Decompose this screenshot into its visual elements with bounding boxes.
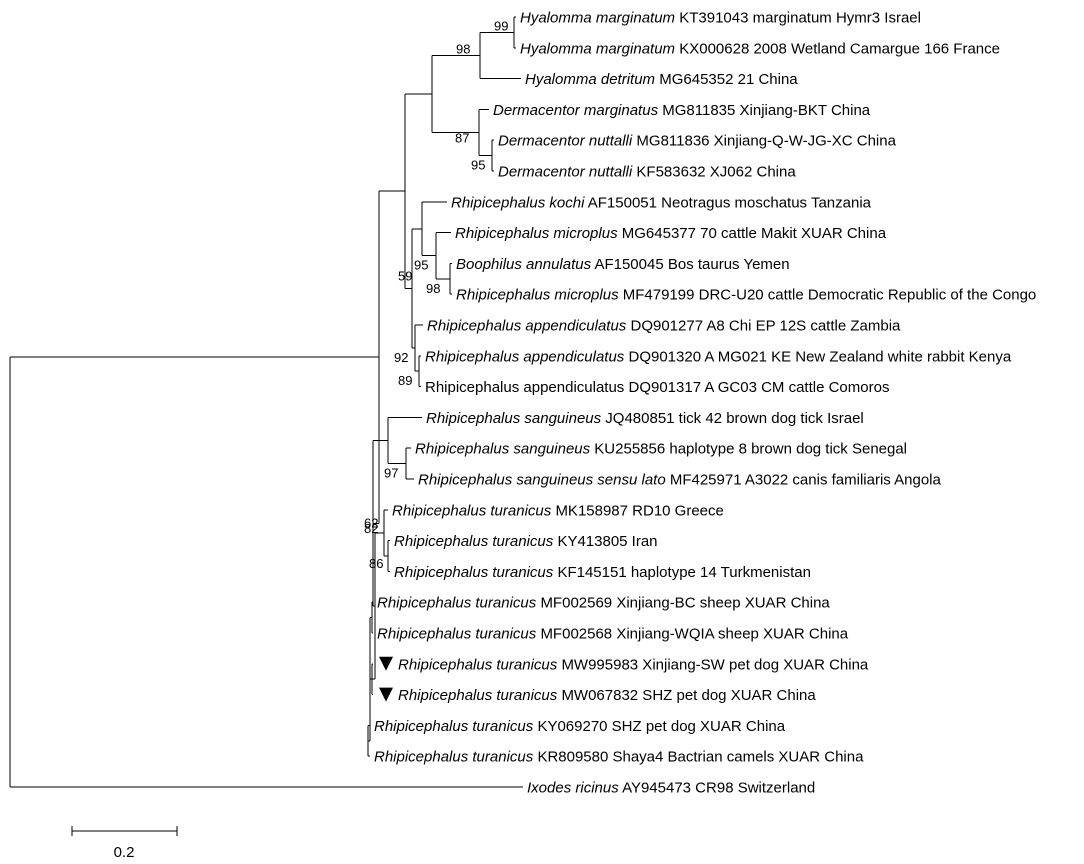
leaf-species: Rhipicephalus turanicus [374, 718, 534, 735]
leaf-detail: MG645352 21 China [659, 71, 798, 88]
leaf-detail: MF425971 A3022 canis familiaris Angola [670, 472, 942, 489]
bootstrap-value: 98 [456, 42, 470, 57]
leaf-label: Rhipicephalus microplus MG645377 70 catt… [455, 225, 887, 242]
bootstrap-value: 87 [455, 131, 469, 146]
leaf-detail: KF583632 XJ062 China [636, 164, 796, 181]
leaf-species: Rhipicephalus appendiculatus [427, 318, 627, 335]
leaf-detail: KY413805 Iran [557, 533, 657, 550]
leaf-species: Rhipicephalus appendiculatus [425, 348, 625, 365]
bootstrap-value: 89 [398, 373, 412, 388]
leaf-species: Rhipicephalus kochi [451, 194, 585, 211]
leaf-label: Rhipicephalus appendiculatus DQ901320 A … [425, 348, 1012, 365]
leaf-labels: Hyalomma marginatum KT391043 marginatum … [374, 10, 1036, 797]
leaf-label: Rhipicephalus turanicus MW995983 Xinjian… [398, 656, 869, 673]
bootstrap-value: 59 [398, 268, 412, 283]
leaf-species: Rhipicephalus microplus [456, 287, 619, 304]
leaf-detail: MF479199 DRC-U20 cattle Democratic Repub… [623, 287, 1037, 304]
leaf-label: Rhipicephalus turanicus MW067832 SHZ pet… [398, 687, 816, 704]
leaf-label: Ixodes ricinus AY945473 CR98 Switzerland [527, 780, 815, 797]
leaf-label: Dermacentor marginatus MG811835 Xinjiang… [493, 102, 871, 119]
leaf-detail: AY945473 CR98 Switzerland [622, 780, 815, 797]
leaf-species: Dermacentor nuttalli [498, 164, 633, 181]
bootstrap-value: 92 [394, 350, 408, 365]
leaf-label: Dermacentor nuttalli KF583632 XJ062 Chin… [498, 164, 796, 181]
leaf-label: Rhipicephalus sanguineus sensu lato MF42… [418, 472, 941, 489]
scale-bar: 0.2 [71, 826, 178, 861]
leaf-label: Rhipicephalus sanguineus KU255856 haplot… [415, 441, 907, 458]
leaf-species: Dermacentor marginatus [493, 102, 659, 119]
leaf-species: Boophilus annulatus [456, 256, 592, 273]
leaf-species: Rhipicephalus turanicus [392, 502, 552, 519]
bootstrap-value: 95 [471, 158, 485, 173]
marker-triangle-icon [379, 656, 393, 671]
leaf-detail: AF150045 Bos taurus Yemen [594, 256, 789, 273]
leaf-species: Rhipicephalus sanguineus sensu lato [418, 472, 666, 489]
leaf-detail: MG645377 70 cattle Makit XUAR China [622, 225, 887, 242]
bootstrap-value: 95 [414, 258, 428, 273]
leaf-label: Dermacentor nuttalli MG811836 Xinjiang-Q… [498, 133, 897, 150]
leaf-label: Rhipicephalus turanicus KY069270 SHZ pet… [374, 718, 786, 735]
leaf-label: Boophilus annulatus AF150045 Bos taurus … [456, 256, 790, 273]
bootstrap-value: 99 [494, 18, 508, 33]
leaf-detail: MK158987 RD10 Greece [555, 502, 723, 519]
leaf-species: Rhipicephalus turanicus [398, 656, 558, 673]
tree-branches [9, 16, 523, 788]
leaf-species: Rhipicephalus appendiculatus [425, 379, 624, 396]
leaf-detail: AF150051 Neotragus moschatus Tanzania [588, 194, 872, 211]
leaf-species: Hyalomma detritum [525, 71, 655, 88]
leaf-species: Rhipicephalus microplus [455, 225, 618, 242]
leaf-label: Rhipicephalus appendiculatus DQ901317 A … [425, 379, 889, 396]
leaf-detail: KF145151 haplotype 14 Turkmenistan [557, 564, 811, 581]
leaf-detail: MG811835 Xinjiang-BKT China [662, 102, 871, 119]
leaf-species: Dermacentor nuttalli [498, 133, 633, 150]
leaf-label: Hyalomma marginatum KT391043 marginatum … [520, 10, 921, 27]
leaf-species: Hyalomma marginatum [520, 10, 675, 27]
leaf-label: Rhipicephalus turanicus MF002568 Xinjian… [377, 626, 849, 643]
bootstrap-value: 98 [426, 281, 440, 296]
leaf-species: Rhipicephalus turanicus [377, 595, 537, 612]
bootstrap-value: 97 [384, 466, 398, 481]
leaf-label: Hyalomma marginatum KX000628 2008 Wetlan… [520, 40, 1000, 57]
leaf-detail: MF002569 Xinjiang-BC sheep XUAR China [540, 595, 830, 612]
leaf-detail: KT391043 marginatum Hymr3 Israel [679, 10, 921, 27]
leaf-label: Rhipicephalus turanicus KF145151 haploty… [394, 564, 811, 581]
leaf-label: Rhipicephalus turanicus KR809580 Shaya4 … [374, 749, 864, 766]
bootstrap-value: 82 [364, 521, 378, 536]
leaf-detail: KX000628 2008 Wetland Camargue 166 Franc… [679, 40, 1000, 57]
leaf-detail: MG811836 Xinjiang-Q-W-JG-XC China [636, 133, 896, 150]
leaf-detail: MF002568 Xinjiang-WQIA sheep XUAR China [540, 626, 848, 643]
leaf-label: Hyalomma detritum MG645352 21 China [525, 71, 798, 88]
marker-triangle-icon [379, 687, 393, 702]
leaf-detail: DQ901320 A MG021 KE New Zealand white ra… [628, 348, 1011, 365]
leaf-label: Rhipicephalus turanicus KY413805 Iran [394, 533, 658, 550]
leaf-detail: DQ901277 A8 Chi EP 12S cattle Zambia [630, 318, 901, 335]
leaf-label: Rhipicephalus appendiculatus DQ901277 A8… [427, 318, 901, 335]
leaf-species: Hyalomma marginatum [520, 40, 675, 57]
leaf-label: Rhipicephalus microplus MF479199 DRC-U20… [456, 287, 1036, 304]
leaf-species: Rhipicephalus sanguineus [426, 410, 602, 427]
leaf-species: Ixodes ricinus [527, 780, 619, 797]
leaf-detail: DQ901317 A GC03 CM cattle Comoros [628, 379, 889, 396]
leaf-label: Rhipicephalus turanicus MF002569 Xinjian… [377, 595, 830, 612]
leaf-label: Rhipicephalus kochi AF150051 Neotragus m… [451, 194, 872, 211]
leaf-species: Rhipicephalus turanicus [398, 687, 558, 704]
bootstrap-value: 86 [369, 556, 383, 571]
leaf-species: Rhipicephalus turanicus [374, 749, 534, 766]
leaf-detail: KY069270 SHZ pet dog XUAR China [537, 718, 785, 735]
scale-bar-label: 0.2 [114, 844, 135, 861]
leaf-detail: JQ480851 tick 42 brown dog tick Israel [605, 410, 863, 427]
leaf-detail: MW067832 SHZ pet dog XUAR China [561, 687, 816, 704]
leaf-detail: MW995983 Xinjiang-SW pet dog XUAR China [561, 656, 868, 673]
leaf-species: Rhipicephalus turanicus [394, 564, 554, 581]
leaf-species: Rhipicephalus turanicus [394, 533, 554, 550]
leaf-detail: KU255856 haplotype 8 brown dog tick Sene… [594, 441, 907, 458]
leaf-species: Rhipicephalus sanguineus [415, 441, 591, 458]
leaf-species: Rhipicephalus turanicus [377, 626, 537, 643]
leaf-label: Rhipicephalus sanguineus JQ480851 tick 4… [426, 410, 864, 427]
bootstrap-value: 62 [364, 515, 378, 530]
leaf-detail: KR809580 Shaya4 Bactrian camels XUAR Chi… [537, 749, 864, 766]
leaf-label: Rhipicephalus turanicus MK158987 RD10 Gr… [392, 502, 724, 519]
